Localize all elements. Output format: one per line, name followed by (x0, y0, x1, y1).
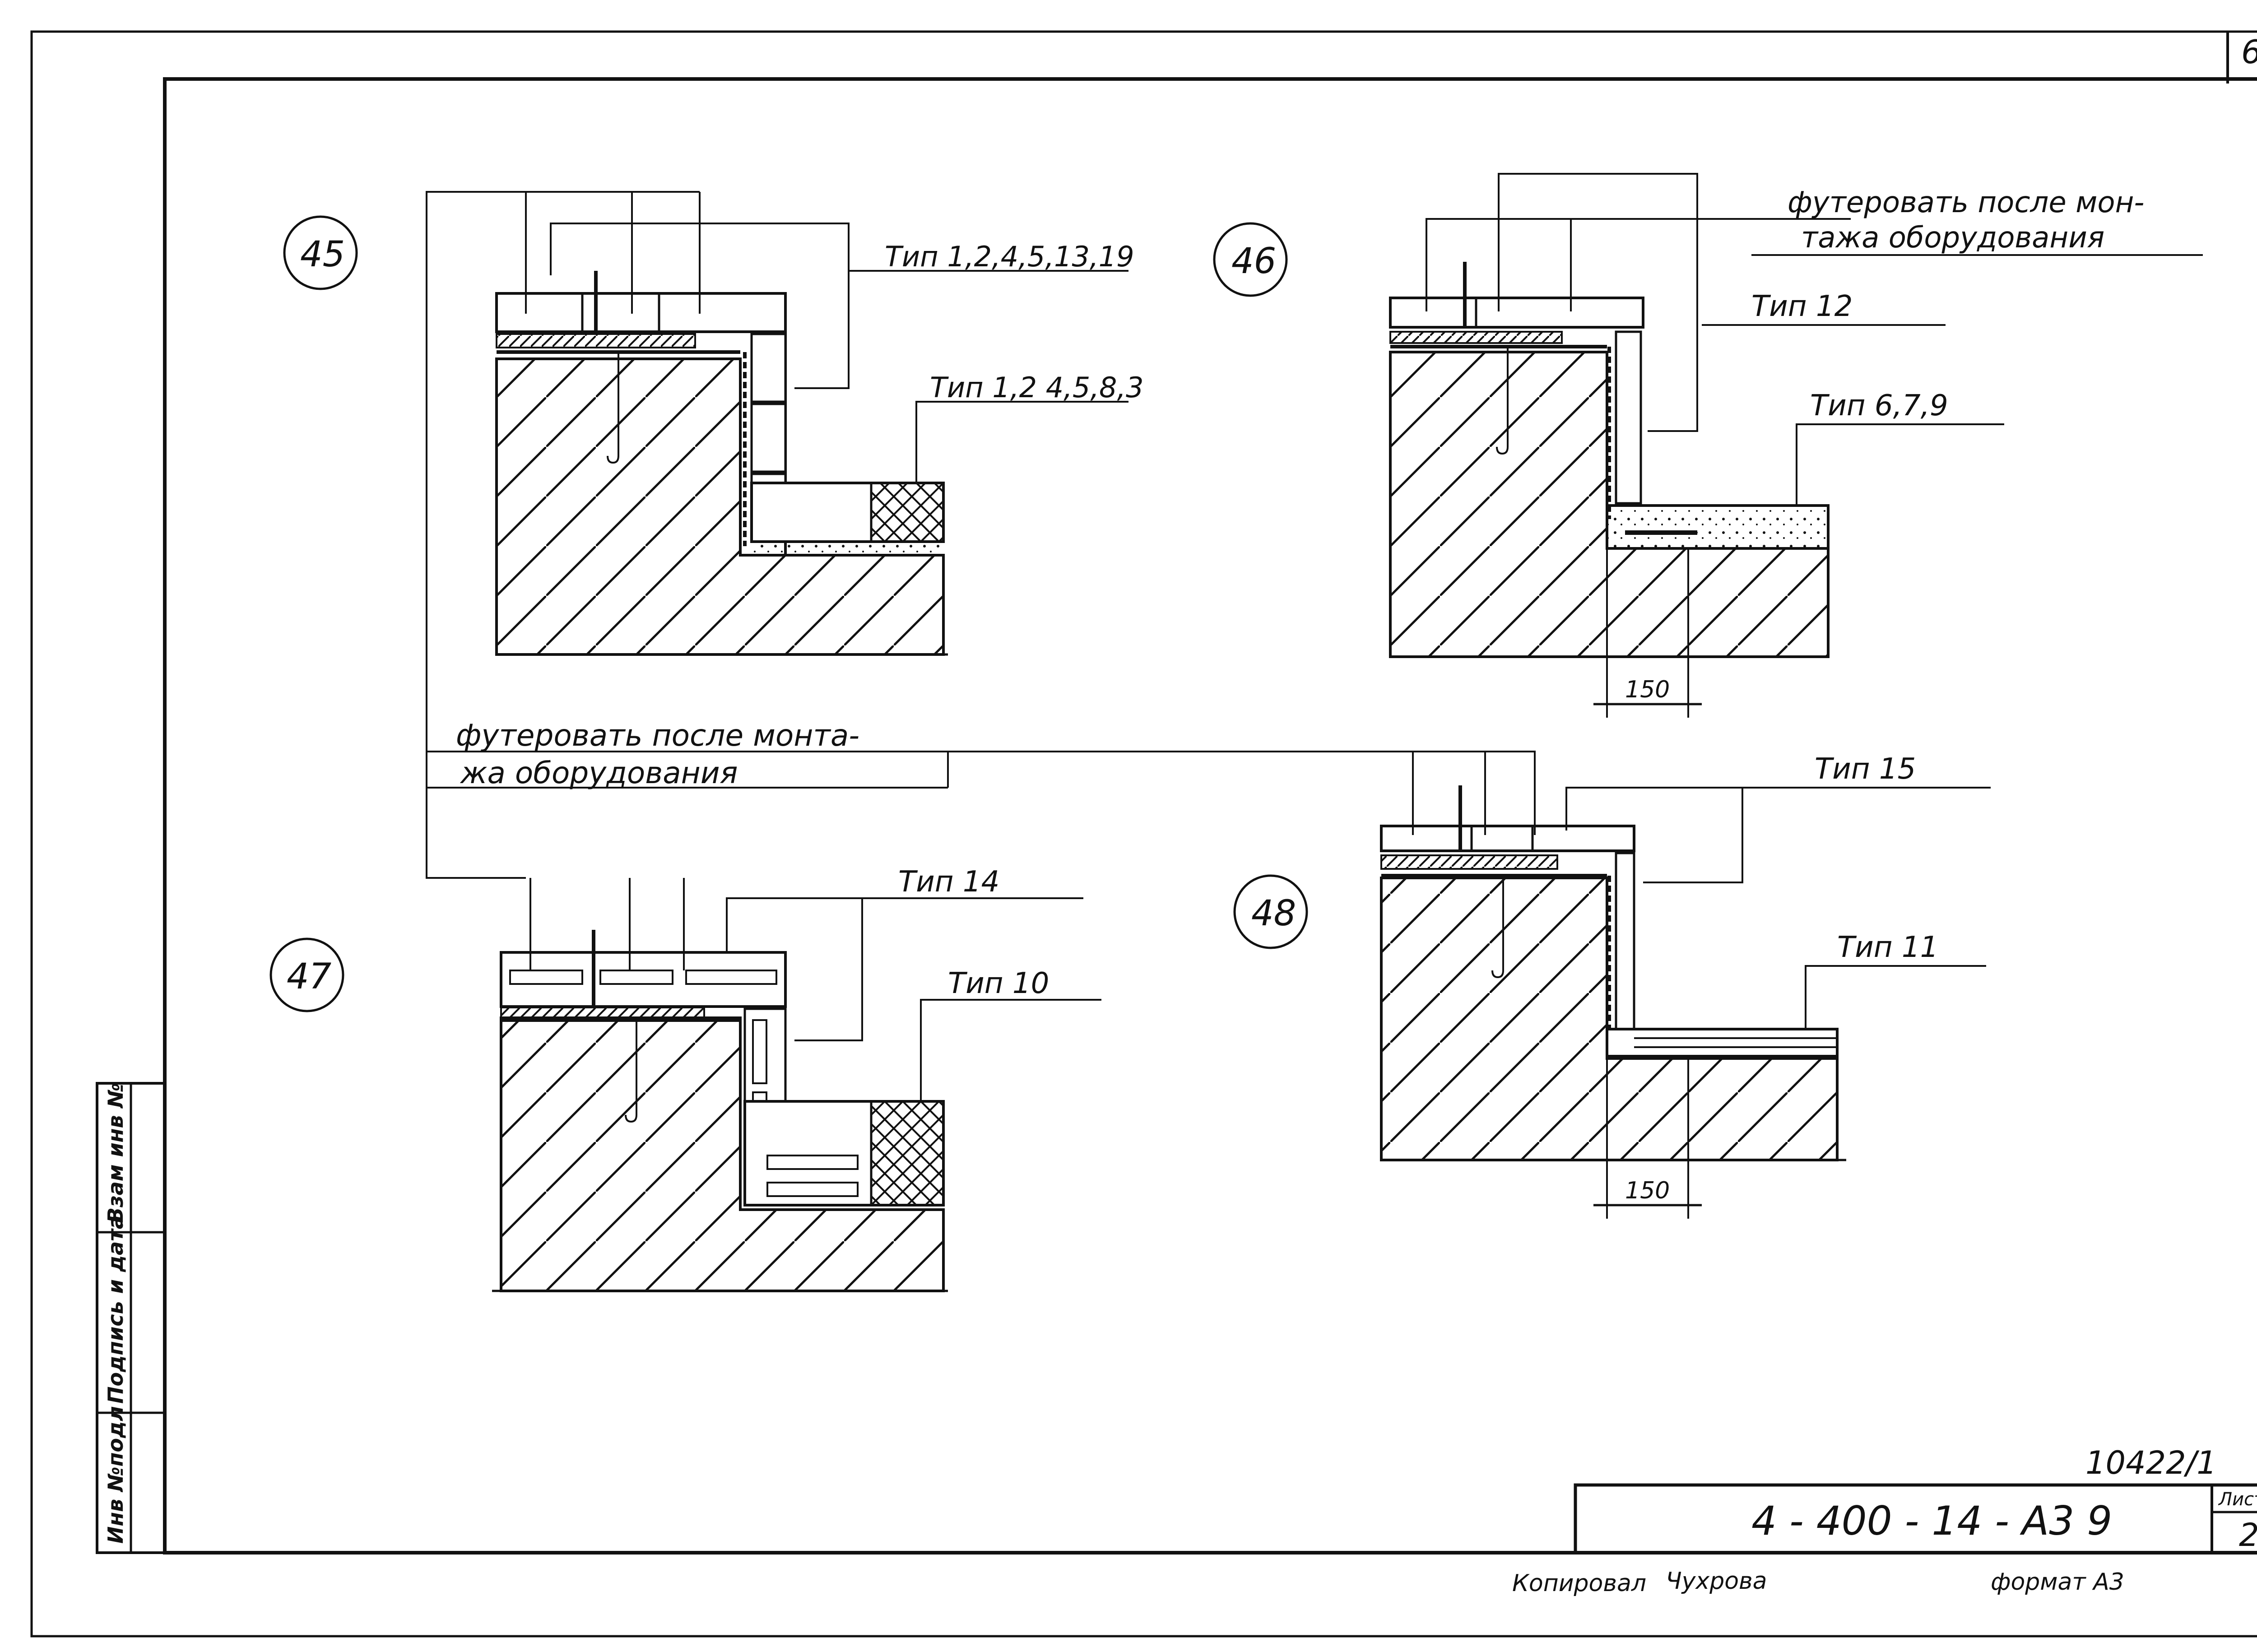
detail-48-dimension: 150 (1625, 1177, 1670, 1204)
detail-46-id: 46 (1231, 241, 1276, 282)
detail-48 (1233, 752, 1991, 1219)
detail-46-dimension: 150 (1625, 676, 1670, 703)
sheet-number: 2 (2239, 1517, 2257, 1554)
detail-47 (269, 878, 1101, 1292)
title-block (1574, 1483, 2257, 1555)
shared-note-line-2: жа оборудования (460, 756, 738, 790)
stamp-cell-inventory: Инв №подл (103, 1406, 128, 1544)
archive-number: 10422/1 (2085, 1444, 2217, 1481)
sheet-label: Лист (2218, 1489, 2257, 1510)
detail-45-callout-2: Тип 1,2 4,5,8,3 (930, 371, 1144, 404)
detail-48-callout-2: Тип 11 (1837, 931, 1938, 964)
detail-47-callout-1: Тип 14 (898, 865, 999, 899)
detail-47-callout-2: Тип 10 (948, 967, 1049, 1000)
stamp-cell-signature: Подпись и дата (103, 1215, 128, 1404)
shared-note-line-1: футеровать после монта- (456, 718, 859, 753)
document-code: 4 - 400 - 14 - А3 9 (1751, 1498, 2112, 1544)
page-number: 60 (2241, 33, 2257, 71)
detail-46-callout-2: Тип 6,7,9 (1810, 389, 1948, 422)
detail-48-id: 48 (1251, 893, 1296, 934)
detail-45-id: 45 (300, 234, 345, 275)
detail-46 (1213, 173, 2203, 718)
detail-46-note-line-1: футеровать после мон- (1788, 186, 2145, 219)
side-stamp (96, 1082, 166, 1554)
sheet-frame (30, 30, 2257, 1638)
detail-46-note-line-2: тажа оборудования (1801, 221, 2104, 255)
detail-45-callout-1: Тип 1,2,4,5,13,19 (885, 240, 1134, 273)
stamp-cell-replacement: Взам инв № (103, 1083, 128, 1223)
detail-48-callout-1: Тип 15 (1815, 752, 1916, 786)
copied-by: Чухрова (1666, 1568, 1767, 1595)
detail-47-id: 47 (287, 956, 331, 997)
detail-45 (283, 192, 1128, 656)
copied-label: Копировал (1512, 1570, 1646, 1597)
detail-46-callout-1: Тип 12 (1751, 290, 1853, 323)
format-label: формат А3 (1991, 1568, 2124, 1596)
